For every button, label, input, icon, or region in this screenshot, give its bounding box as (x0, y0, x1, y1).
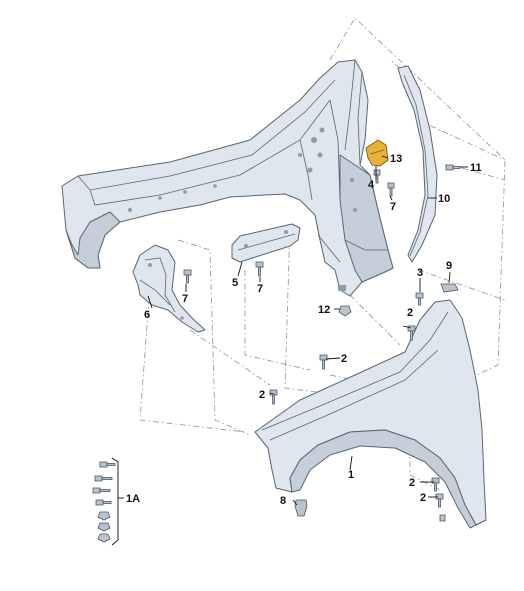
callout-12: 12 (318, 304, 330, 316)
callout-1: 1 (348, 469, 354, 481)
callout-labels: 1 1A 2 2 2 2 2 3 4 5 6 7 7 7 8 9 10 11 1… (126, 153, 482, 507)
callout-2-upper-right: 2 (407, 307, 413, 319)
front-fender (254, 299, 487, 529)
callout-11: 11 (470, 162, 482, 174)
callout-4: 4 (368, 179, 375, 191)
middle-bracket (231, 223, 301, 263)
callout-2-left: 2 (259, 389, 265, 401)
callout-6: 6 (144, 309, 150, 321)
callout-3: 3 (417, 267, 423, 279)
fastener-kit (92, 457, 124, 546)
callout-7-part13: 7 (390, 201, 396, 213)
callout-9: 9 (446, 260, 452, 272)
callout-8: 8 (280, 495, 286, 507)
inner-structure-panel (61, 59, 394, 297)
fasteners (183, 164, 461, 522)
callout-5: 5 (232, 277, 238, 289)
highlighted-bracket (365, 139, 389, 167)
leader-lines (147, 155, 468, 506)
callout-7-part5: 7 (257, 283, 263, 295)
callout-1a: 1A (126, 493, 140, 505)
callout-2-lower-right-b: 2 (420, 492, 426, 504)
callout-2-middle: 2 (341, 353, 347, 365)
callout-2-lower-right-a: 2 (409, 477, 415, 489)
vertical-trim-strip (397, 65, 438, 263)
callout-10: 10 (438, 193, 450, 205)
lower-front-bracket (132, 244, 206, 333)
callout-13: 13 (390, 153, 402, 165)
callout-7-part6: 7 (182, 293, 188, 305)
